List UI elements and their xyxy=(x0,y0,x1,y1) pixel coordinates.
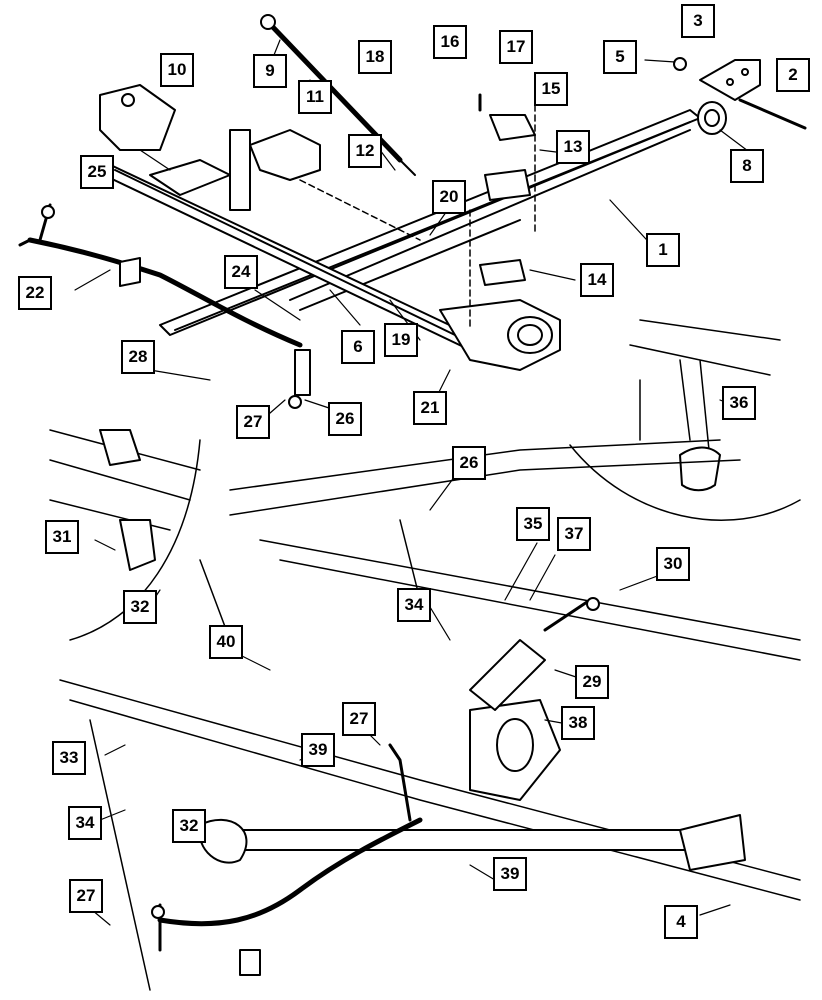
callout-27-upper: 27 xyxy=(236,405,270,439)
callout-15: 15 xyxy=(534,72,568,106)
callout-9: 9 xyxy=(253,54,287,88)
callout-4: 4 xyxy=(664,905,698,939)
callout-17: 17 xyxy=(499,30,533,64)
callout-19: 19 xyxy=(384,323,418,357)
callout-14: 14 xyxy=(580,263,614,297)
callout-26-lower: 26 xyxy=(452,446,486,480)
callout-35: 35 xyxy=(516,507,550,541)
track-bar xyxy=(229,14,416,211)
frame-rail xyxy=(59,439,801,991)
detail-circle-left xyxy=(49,429,201,641)
callout-1: 1 xyxy=(646,233,680,267)
callout-29: 29 xyxy=(575,665,609,699)
callout-27-middle: 27 xyxy=(342,702,376,736)
callout-32-upper: 32 xyxy=(123,590,157,624)
leaf-spring xyxy=(159,57,807,336)
lower-axle xyxy=(198,699,746,871)
callout-12: 12 xyxy=(348,134,382,168)
callout-39-upper: 39 xyxy=(301,733,335,767)
callout-34-upper: 34 xyxy=(397,588,431,622)
shock-absorber xyxy=(469,597,600,711)
callout-11: 11 xyxy=(298,80,332,114)
callout-10: 10 xyxy=(160,53,194,87)
callout-37: 37 xyxy=(557,517,591,551)
callout-20: 20 xyxy=(432,180,466,214)
stabilizer-bar xyxy=(18,203,311,409)
callout-33: 33 xyxy=(52,741,86,775)
callout-18: 18 xyxy=(358,40,392,74)
callout-26-upper: 26 xyxy=(328,402,362,436)
callout-36: 36 xyxy=(722,386,756,420)
callout-39-lower: 39 xyxy=(493,857,527,891)
callout-40: 40 xyxy=(209,625,243,659)
callout-32-lower: 32 xyxy=(172,809,206,843)
callout-25: 25 xyxy=(80,155,114,189)
callout-38: 38 xyxy=(561,706,595,740)
callout-5: 5 xyxy=(603,40,637,74)
callout-27-lower: 27 xyxy=(69,879,103,913)
bumper-jounce xyxy=(469,93,536,331)
lower-stabilizer-bar xyxy=(151,743,423,976)
callout-21: 21 xyxy=(413,391,447,425)
callout-6: 6 xyxy=(341,330,375,364)
callout-24: 24 xyxy=(224,255,258,289)
callout-31: 31 xyxy=(45,520,79,554)
callout-8: 8 xyxy=(730,149,764,183)
callout-13: 13 xyxy=(556,130,590,164)
callout-22: 22 xyxy=(18,276,52,310)
callout-16: 16 xyxy=(433,25,467,59)
rear-axle xyxy=(99,84,561,371)
callout-3: 3 xyxy=(681,4,715,38)
callout-28: 28 xyxy=(121,340,155,374)
callout-34-lower: 34 xyxy=(68,806,102,840)
callout-2: 2 xyxy=(776,58,810,92)
detail-circle-right xyxy=(569,319,801,521)
callout-30: 30 xyxy=(656,547,690,581)
